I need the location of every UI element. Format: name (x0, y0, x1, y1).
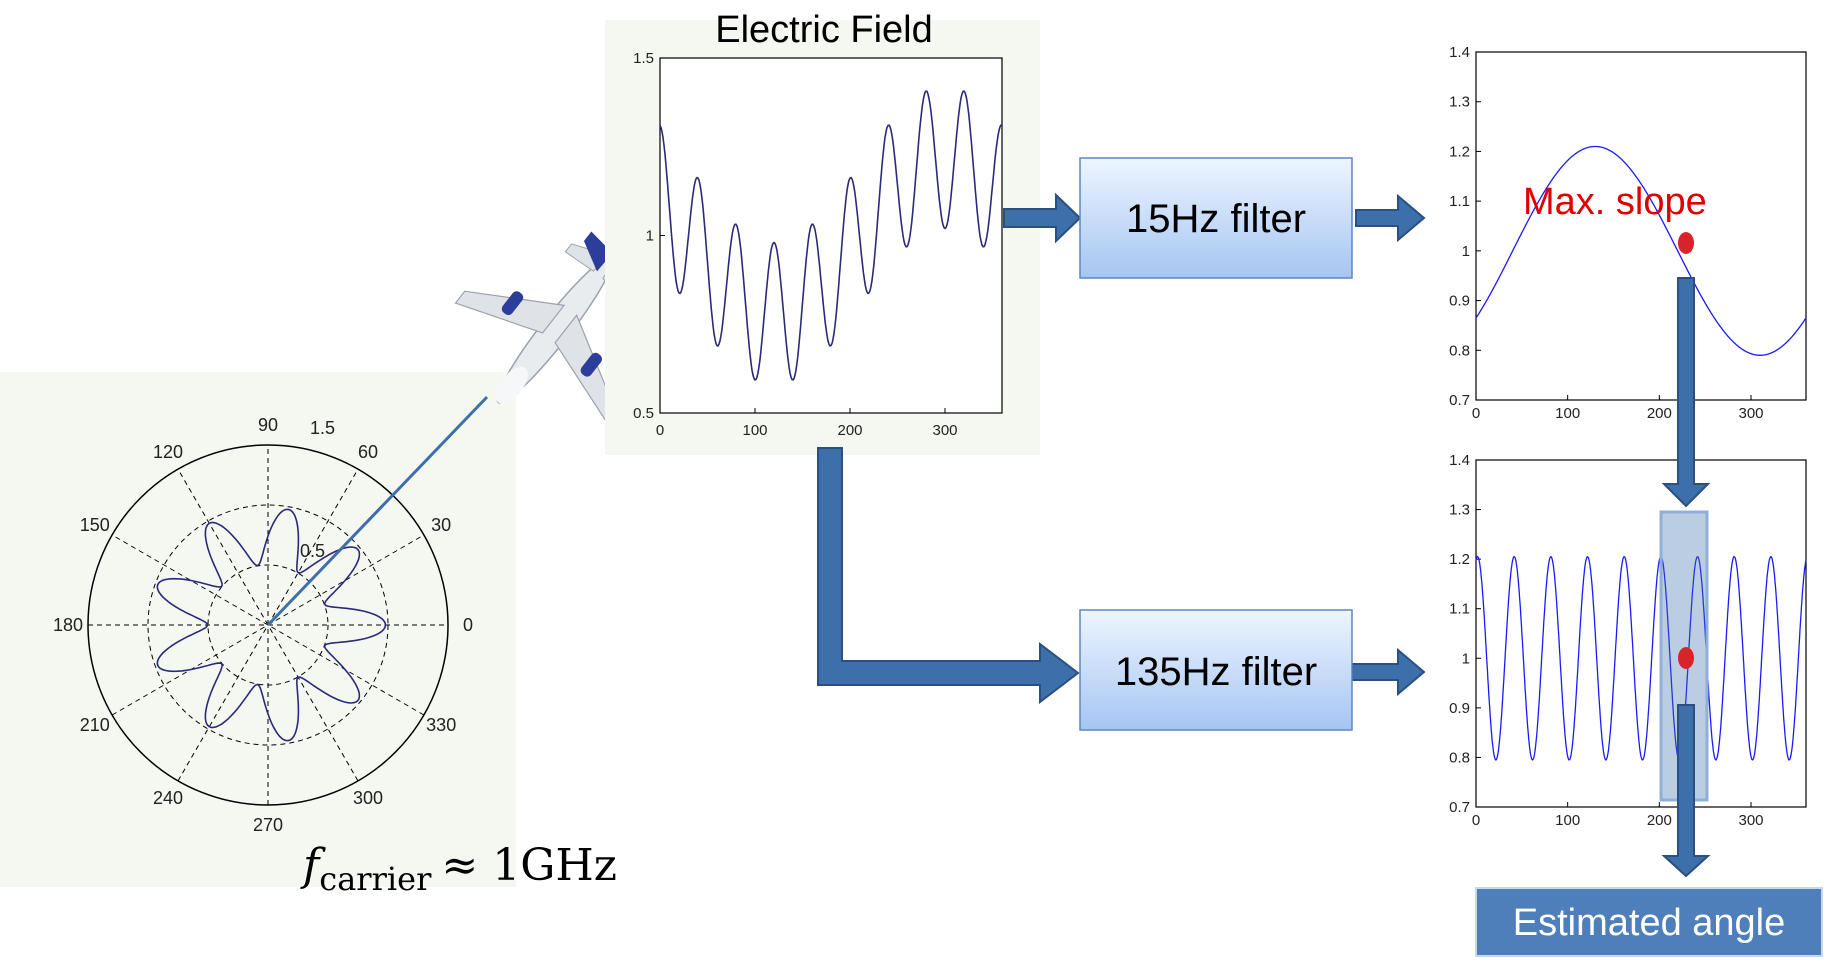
plot-15hz: 0 100 200 300 0.7 0.8 0.9 1 1.1 1.2 1.3 1.4 Max. sl… (1449, 44, 1807, 422)
y-tick-label: 1.4 (1449, 452, 1470, 469)
x-tick-label: 100 (1555, 405, 1580, 422)
arrow-135hz-to-plot (1351, 647, 1426, 697)
polar-angle-label: 60 (358, 442, 378, 462)
polar-radius-label-inner: 0.5 (300, 541, 325, 561)
y-tick-label: 1.2 (1449, 551, 1470, 568)
y-tick-label: 1.2 (1449, 143, 1470, 160)
x-tick-label: 200 (1647, 405, 1672, 422)
arrow-to-estimate (1661, 704, 1711, 878)
filter-15hz-box: 15Hz filter (1079, 157, 1353, 279)
plot-135hz-axes (1475, 459, 1807, 808)
x-tick-label: 100 (1555, 812, 1580, 829)
x-tick-label: 0 (1472, 405, 1480, 422)
arrow-ef-to-15hz (1003, 192, 1082, 244)
y-tick-label: 1 (1462, 650, 1470, 667)
y-tick-label: 0.8 (1449, 342, 1470, 359)
x-tick-label: 300 (1738, 812, 1763, 829)
plot-15hz-ticks: 0 100 200 300 0.7 0.8 0.9 1 1.1 1.2 1.3 1.4 (1449, 44, 1763, 422)
max-slope-marker (1678, 232, 1694, 254)
ef-x-tick-label: 200 (837, 422, 862, 439)
polar-radius-label-outer: 1.5 (310, 418, 335, 438)
polar-angle-label: 90 (258, 415, 278, 435)
polar-angle-label: 300 (353, 788, 383, 808)
y-tick-label: 0.9 (1449, 700, 1470, 717)
polar-angle-label: 210 (80, 715, 110, 735)
beam-line (266, 395, 489, 627)
estimated-angle-box: Estimated angle (1475, 887, 1823, 957)
arrow-ef-to-135hz (817, 447, 1080, 705)
polar-angle-label: 120 (153, 442, 183, 462)
polar-angle-label: 240 (153, 788, 183, 808)
max-slope-annotation: Max. slope (1523, 181, 1707, 223)
filter-15hz-label: 15Hz filter (1126, 197, 1306, 241)
polar-angle-label: 30 (431, 515, 451, 535)
x-tick-label: 200 (1647, 812, 1672, 829)
y-tick-label: 1.3 (1449, 94, 1470, 111)
ef-y-tick-label: 0.5 (633, 405, 654, 422)
polar-angle-label: 180 (53, 615, 83, 635)
polar-angle-label: 0 (463, 615, 473, 635)
electric-field-axes (659, 57, 1003, 414)
polar-angle-label: 150 (80, 515, 110, 535)
filter-135hz-label: 135Hz filter (1115, 650, 1317, 694)
arrow-15hz-to-plot (1355, 193, 1426, 243)
carrier-frequency-formula: fcarrier≈ 1GHz (300, 840, 617, 898)
y-tick-label: 0.7 (1449, 392, 1470, 409)
electric-field-chart: Electric Field 0 100 200 300 0.5 1 1.5 (605, 9, 1040, 455)
electric-field-title: Electric Field (715, 9, 933, 51)
arrow-slope-down (1661, 277, 1711, 508)
polar-angle-label: 270 (253, 815, 283, 835)
filter-135hz-box: 135Hz filter (1079, 609, 1353, 731)
plot-135hz-ticks: 0 100 200 300 0.7 0.8 0.9 1 1.1 1.2 1.3 1.4 (1449, 452, 1763, 829)
ef-y-tick-label: 1 (646, 228, 654, 245)
x-tick-label: 0 (1472, 812, 1480, 829)
x-tick-label: 300 (1738, 405, 1763, 422)
phase-marker (1678, 647, 1694, 669)
estimated-angle-label: Estimated angle (1513, 902, 1786, 944)
y-tick-label: 1.1 (1449, 601, 1470, 618)
ef-x-tick-label: 0 (656, 422, 664, 439)
electric-field-series (659, 90, 1003, 381)
y-tick-label: 1.3 (1449, 502, 1470, 519)
y-tick-label: 0.7 (1449, 799, 1470, 816)
y-tick-label: 1.1 (1449, 193, 1470, 210)
plot-15hz-axes (1475, 51, 1807, 401)
y-tick-label: 1 (1462, 243, 1470, 260)
electric-field-ticks: 0 100 200 300 0.5 1 1.5 (633, 50, 957, 439)
y-tick-label: 1.4 (1449, 44, 1470, 61)
plot-15hz-series (1475, 145, 1807, 356)
plot-135hz-series (1475, 555, 1807, 761)
plot-135hz: 0 100 200 300 0.7 0.8 0.9 1 1.1 1.2 1.3 1.4 (1449, 452, 1807, 829)
ef-y-tick-label: 1.5 (633, 50, 654, 67)
polar-pattern-curve (156, 508, 387, 742)
ef-x-tick-label: 100 (742, 422, 767, 439)
y-tick-label: 0.9 (1449, 293, 1470, 310)
ef-x-tick-label: 300 (932, 422, 957, 439)
polar-angle-label: 330 (426, 715, 456, 735)
y-tick-label: 0.8 (1449, 749, 1470, 766)
